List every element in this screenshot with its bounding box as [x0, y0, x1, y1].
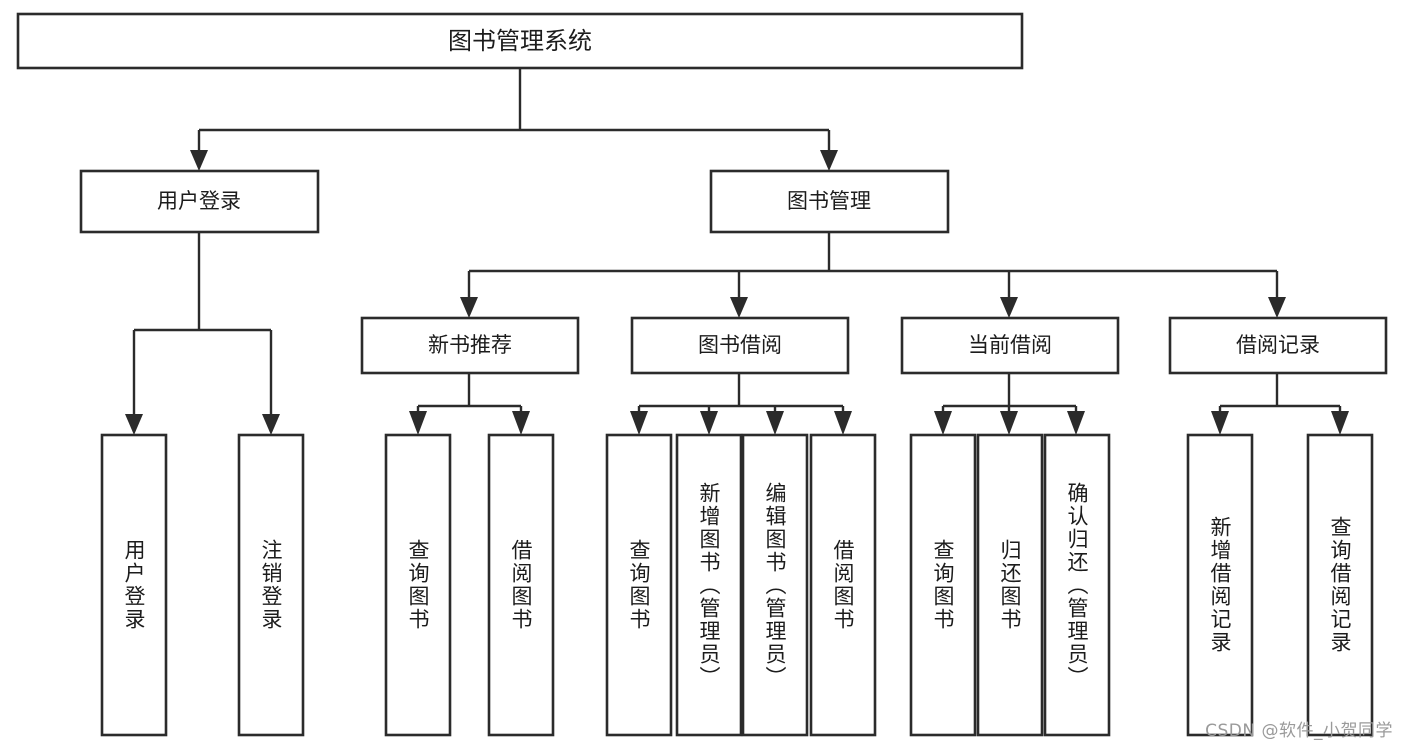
leaf-new-book-recommend-0[interactable]: 查询图书	[384, 433, 452, 737]
leaf-book-borrow-2-box[interactable]	[741, 433, 809, 737]
leaf-user-login-1-label: 注销登录	[259, 539, 284, 631]
connector-group-borrow-record	[1211, 373, 1349, 435]
node-current-borrow-box[interactable]	[900, 316, 1120, 375]
leaf-book-borrow-0-box[interactable]	[605, 433, 673, 737]
node-user-login-box[interactable]	[79, 169, 320, 234]
leaf-borrow-record-0-box[interactable]	[1186, 433, 1254, 737]
node-borrow-record[interactable]: 借阅记录	[1168, 316, 1388, 375]
leaf-borrow-record-0[interactable]: 新增借阅记录	[1186, 433, 1254, 737]
arrowhead-leaf-newbook-1	[512, 411, 530, 435]
node-root-box[interactable]	[16, 12, 1024, 70]
leaf-borrow-record-1[interactable]: 查询借阅记录	[1306, 433, 1374, 737]
leaf-current-borrow-1-label: 归还图书	[998, 539, 1023, 631]
node-new-book-recommend-box[interactable]	[360, 316, 580, 375]
leaf-current-borrow-0-label: 查询图书	[931, 539, 956, 631]
arrowhead-leaf-newbook-0	[409, 411, 427, 435]
leaf-user-login-1[interactable]: 注销登录	[237, 433, 305, 737]
leaf-new-book-recommend-1-label: 借阅图书	[509, 539, 534, 631]
arrowhead-leaf-currentborrow-0	[934, 411, 952, 435]
leaf-current-borrow-2-box[interactable]	[1043, 433, 1111, 737]
arrowhead-leaf-currentborrow-1	[1000, 411, 1018, 435]
leaf-book-borrow-3[interactable]: 借阅图书	[809, 433, 877, 737]
arrowhead-userlogin	[190, 150, 208, 171]
leaf-new-book-recommend-0-label: 查询图书	[406, 539, 431, 631]
leaf-user-login-0-box[interactable]	[100, 433, 168, 737]
leaf-current-borrow-0-box[interactable]	[909, 433, 977, 737]
leaf-new-book-recommend-0-box[interactable]	[384, 433, 452, 737]
leaf-user-login-0-label: 用户登录	[122, 539, 147, 631]
leaf-book-borrow-3-label: 借阅图书	[831, 539, 856, 631]
node-book-borrow-box[interactable]	[630, 316, 850, 375]
arrowhead-leaf-borrowrecord-0	[1211, 411, 1229, 435]
leaf-new-book-recommend-1[interactable]: 借阅图书	[487, 433, 555, 737]
arrowhead-leaf-bookborrow-3	[834, 411, 852, 435]
node-user-login-label: 用户登录	[157, 189, 241, 213]
arrowhead-leaf-bookborrow-2	[766, 411, 784, 435]
leaf-book-borrow-2[interactable]: 编辑图书（管理员）	[741, 433, 809, 737]
connector-group-userlogin	[125, 232, 280, 435]
arrowhead-lvl3-2	[1000, 297, 1018, 318]
node-book-borrow[interactable]: 图书借阅	[630, 316, 850, 375]
arrowhead-leaf-bookborrow-0	[630, 411, 648, 435]
leaf-borrow-record-1-box[interactable]	[1306, 433, 1374, 737]
leaf-current-borrow-1[interactable]: 归还图书	[976, 433, 1044, 737]
connector-group-root	[190, 68, 838, 171]
arrowhead-leaf-currentborrow-2	[1067, 411, 1085, 435]
arrowhead-lvl3-3	[1268, 297, 1286, 318]
leaf-user-login-1-box[interactable]	[237, 433, 305, 737]
csdn-watermark: CSDN @软件_小贺同学	[1205, 721, 1393, 741]
connector-group-bookmgmt	[460, 232, 1286, 318]
node-book-management-box[interactable]	[709, 169, 950, 234]
node-user-login[interactable]: 用户登录	[79, 169, 320, 234]
leaf-borrow-record-1-label: 查询借阅记录	[1328, 516, 1353, 654]
arrowhead-leaf-borrowrecord-1	[1331, 411, 1349, 435]
leaf-current-borrow-2-label: 确认归还（管理员）	[1065, 481, 1090, 689]
leaf-new-book-recommend-1-box[interactable]	[487, 433, 555, 737]
leaf-user-login-0[interactable]: 用户登录	[100, 433, 168, 737]
node-root[interactable]: 图书管理系统	[16, 12, 1024, 70]
leaf-current-borrow-1-box[interactable]	[976, 433, 1044, 737]
arrowhead-lvl3-0	[460, 297, 478, 318]
arrowhead-leaf-bookborrow-1	[700, 411, 718, 435]
connector-group-current-borrow	[934, 373, 1085, 435]
leaf-book-borrow-3-box[interactable]	[809, 433, 877, 737]
node-book-management-label: 图书管理	[787, 189, 871, 213]
leaf-current-borrow-2[interactable]: 确认归还（管理员）	[1043, 433, 1111, 737]
leaf-book-borrow-1[interactable]: 新增图书（管理员）	[675, 433, 743, 737]
node-new-book-recommend[interactable]: 新书推荐	[360, 316, 580, 375]
leaf-book-borrow-2-label: 编辑图书（管理员）	[763, 481, 788, 689]
node-borrow-record-box[interactable]	[1168, 316, 1388, 375]
leaf-book-borrow-1-label: 新增图书（管理员）	[697, 481, 722, 689]
connector-group-new-book-recommend	[409, 373, 530, 435]
leaf-current-borrow-0[interactable]: 查询图书	[909, 433, 977, 737]
arrowhead-bookmgmt	[820, 150, 838, 171]
leaf-book-borrow-0-label: 查询图书	[627, 539, 652, 631]
leaf-borrow-record-0-label: 新增借阅记录	[1208, 516, 1233, 654]
node-root-label: 图书管理系统	[448, 27, 592, 55]
node-book-borrow-label: 图书借阅	[698, 333, 782, 357]
node-current-borrow-label: 当前借阅	[968, 333, 1052, 357]
arrowhead-lvl3-1	[730, 297, 748, 318]
arrowhead-leaf-user-login-0	[125, 414, 143, 435]
node-book-management[interactable]: 图书管理	[709, 169, 950, 234]
leaf-book-borrow-1-box[interactable]	[675, 433, 743, 737]
leaf-book-borrow-0[interactable]: 查询图书	[605, 433, 673, 737]
arrowhead-leaf-user-login-1	[262, 414, 280, 435]
node-borrow-record-label: 借阅记录	[1236, 333, 1320, 357]
node-current-borrow[interactable]: 当前借阅	[900, 316, 1120, 375]
node-new-book-recommend-label: 新书推荐	[428, 333, 512, 357]
connector-group-book-borrow	[630, 373, 852, 435]
